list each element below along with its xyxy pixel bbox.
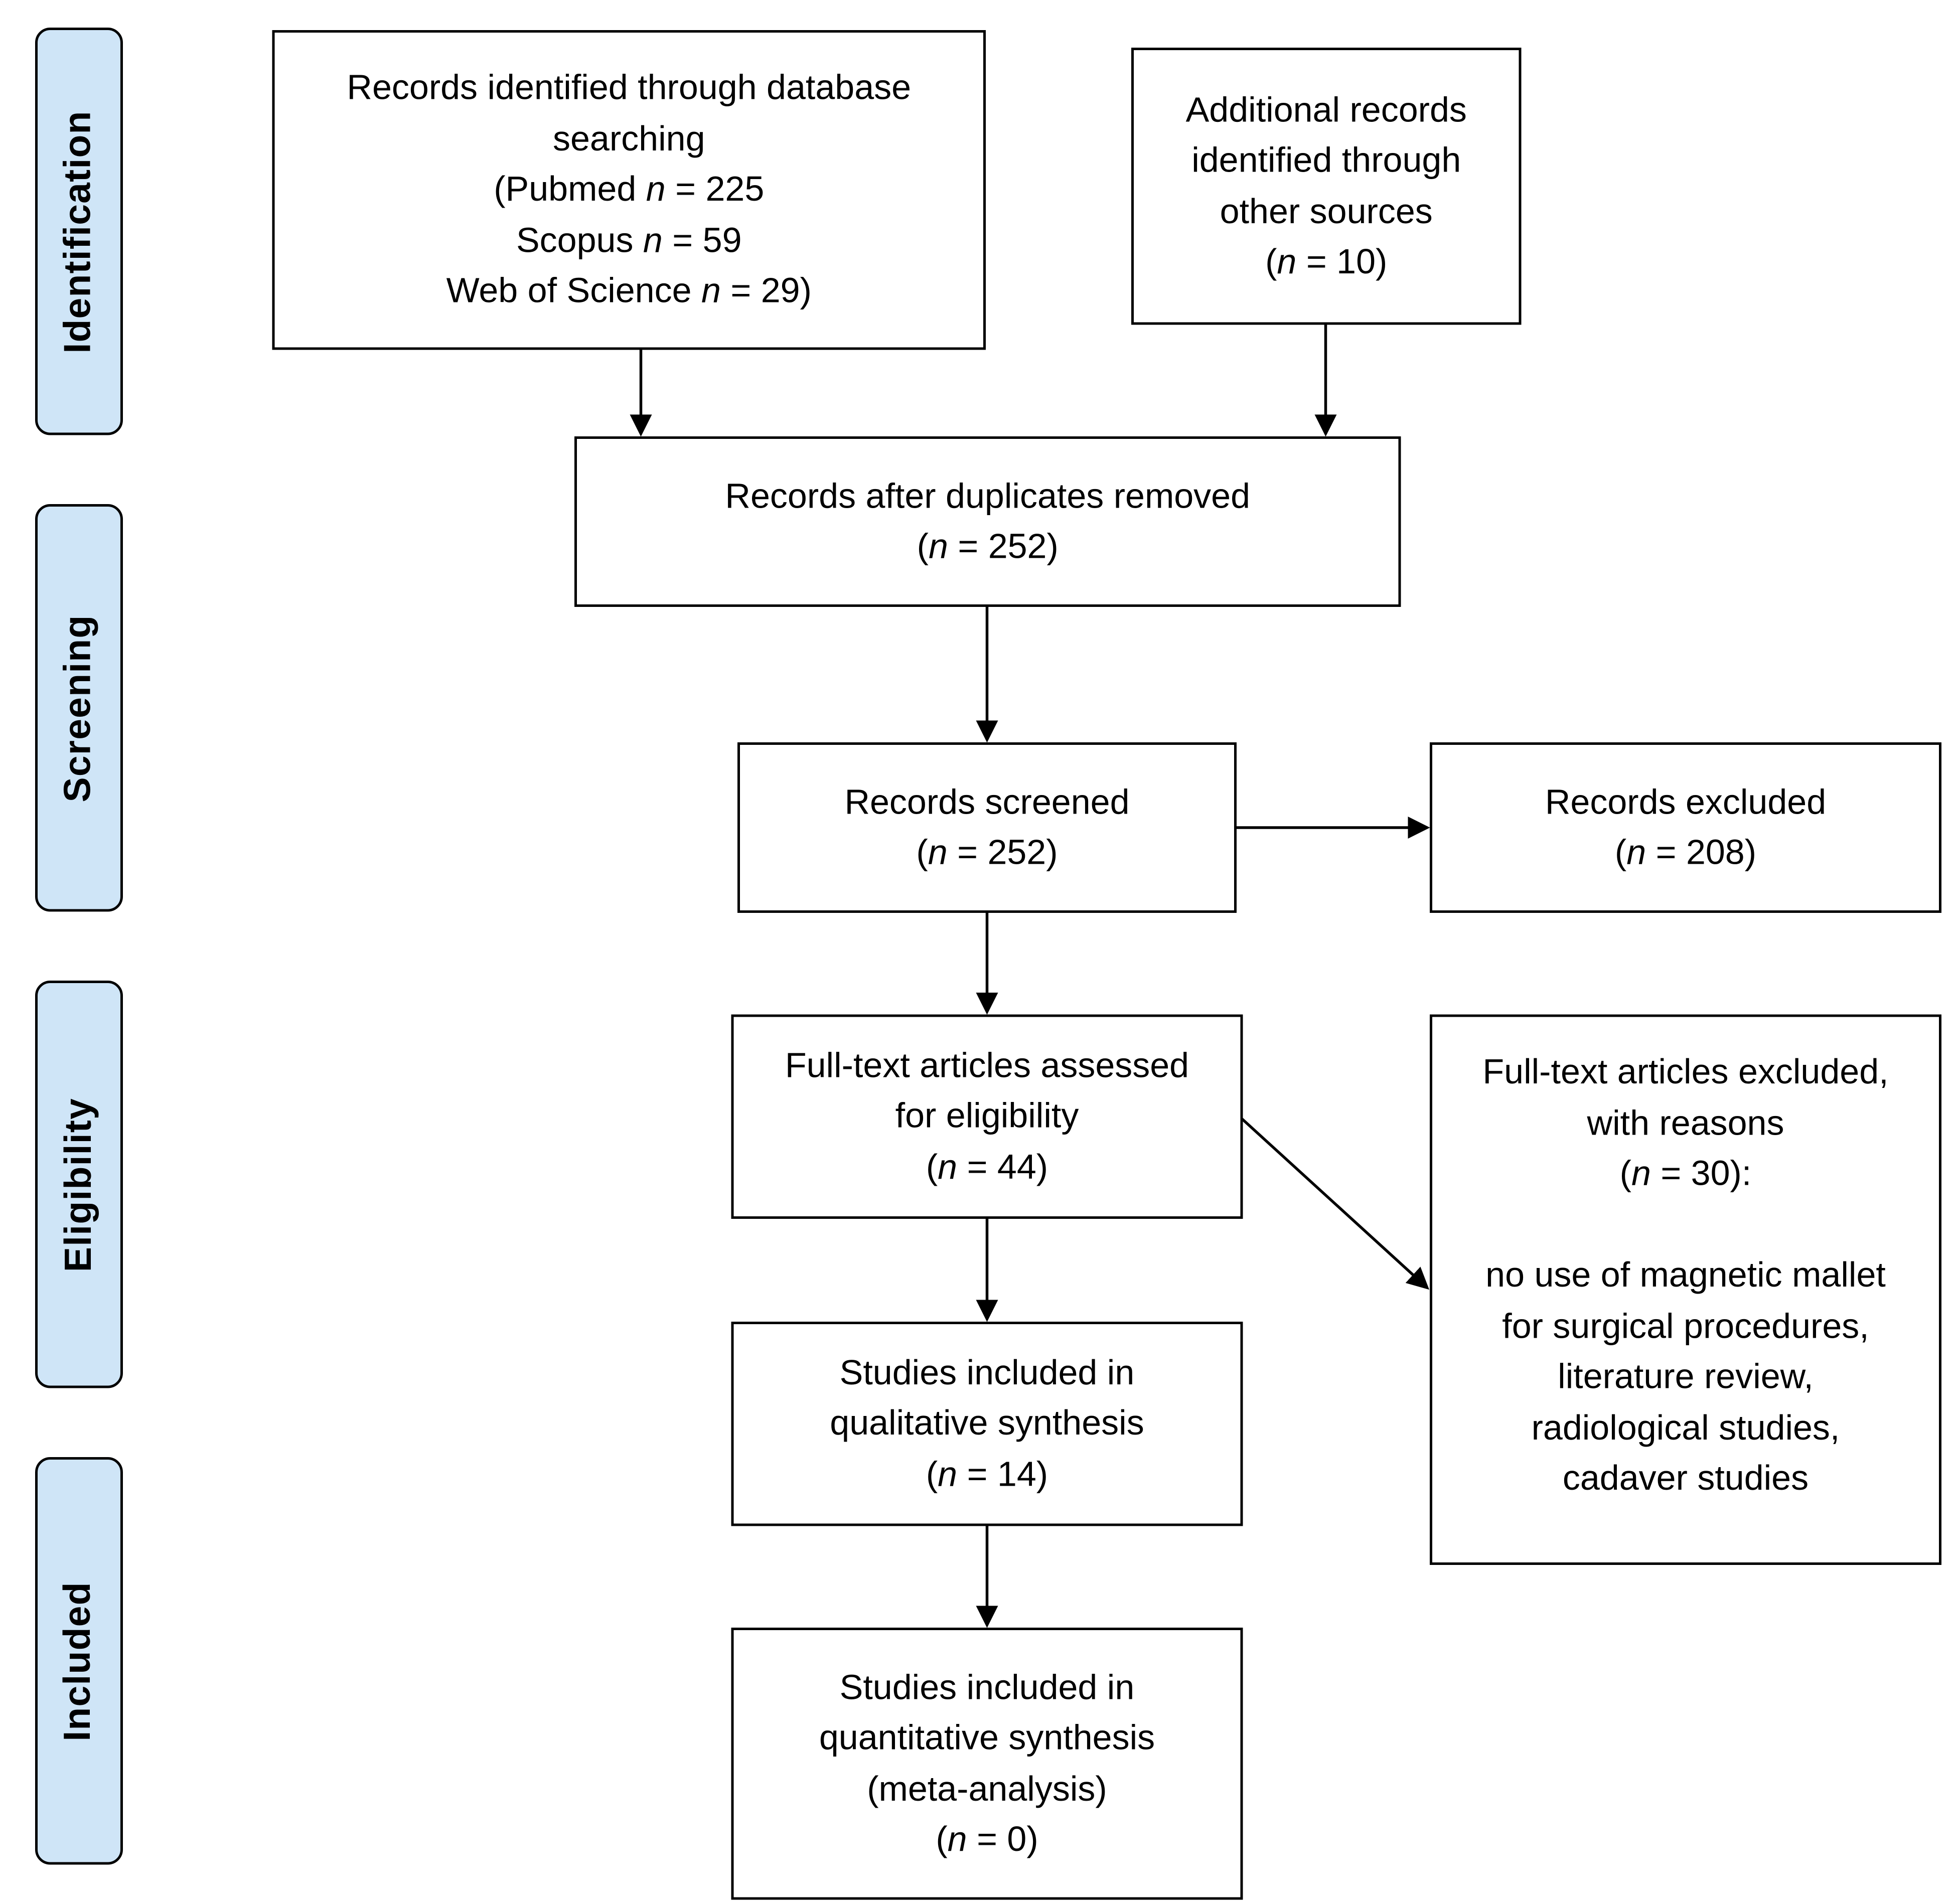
box-excluded: Records excluded (n = 208): [1430, 742, 1941, 913]
database-search-line-2: searching: [552, 118, 705, 158]
duplicates-removed-line-1: Records after duplicates removed: [725, 475, 1251, 515]
phase-identification: Identification: [35, 28, 123, 435]
box-screened: Records screened (n = 252): [737, 742, 1237, 913]
arrow-fulltext-to-fulltext-excluded: [1241, 1117, 1430, 1290]
phase-screening: Screening: [35, 504, 123, 912]
exclusion-reason: literature review,: [1558, 1357, 1814, 1396]
scopus-count: Scopus n = 59: [516, 220, 742, 259]
phase-eligibility: Eligibility: [35, 981, 123, 1388]
box-full-text: Full-text articles assessed for eligibil…: [731, 1014, 1243, 1219]
box-other-sources: Additional records identified through ot…: [1131, 48, 1522, 325]
full-text-excluded-line-2: with reasons: [1587, 1102, 1784, 1142]
other-sources-line-1: Additional records: [1185, 89, 1467, 129]
exclusion-reason: no use of magnetic mallet: [1485, 1255, 1886, 1295]
other-sources-line-3: other sources: [1220, 191, 1433, 230]
quantitative-count: (n = 0): [936, 1819, 1038, 1859]
quantitative-line-3: (meta-analysis): [867, 1769, 1107, 1808]
full-text-count: (n = 44): [926, 1147, 1048, 1186]
box-quantitative: Studies included in quantitative synthes…: [731, 1628, 1243, 1900]
box-full-text-excluded: Full-text articles excluded, with reason…: [1430, 1014, 1941, 1565]
box-database-search: Records identified through database sear…: [272, 30, 986, 350]
quantitative-line-2: quantitative synthesis: [819, 1718, 1155, 1757]
exclusion-reason: for surgical procedures,: [1502, 1306, 1869, 1345]
excluded-line-1: Records excluded: [1545, 781, 1827, 821]
other-sources-count: (n = 10): [1265, 242, 1388, 281]
database-search-line-1: Records identified through database: [347, 68, 912, 107]
box-duplicates-removed: Records after duplicates removed (n = 25…: [574, 436, 1401, 607]
screened-count: (n = 252): [916, 833, 1058, 872]
full-text-line-2: for eligibility: [895, 1096, 1079, 1136]
qualitative-count: (n = 14): [926, 1454, 1048, 1493]
quantitative-line-1: Studies included in: [839, 1667, 1135, 1706]
exclusion-reason: radiological studies,: [1531, 1407, 1840, 1447]
qualitative-line-2: qualitative synthesis: [830, 1403, 1144, 1443]
duplicates-removed-count: (n = 252): [917, 527, 1059, 566]
excluded-count: (n = 208): [1614, 833, 1757, 872]
screened-line-1: Records screened: [844, 781, 1130, 821]
wos-count: Web of Science n = 29): [446, 271, 812, 310]
exclusion-reason: cadaver studies: [1562, 1458, 1809, 1498]
phase-included: Included: [35, 1457, 123, 1865]
full-text-excluded-count: (n = 30):: [1619, 1154, 1752, 1193]
other-sources-line-2: identified through: [1191, 140, 1461, 180]
full-text-excluded-line-1: Full-text articles excluded,: [1482, 1052, 1889, 1091]
full-text-line-1: Full-text articles assessed: [785, 1045, 1189, 1084]
pubmed-count: (Pubmed n = 225: [494, 170, 765, 209]
box-qualitative: Studies included in qualitative synthesi…: [731, 1322, 1243, 1526]
qualitative-line-1: Studies included in: [839, 1352, 1135, 1392]
